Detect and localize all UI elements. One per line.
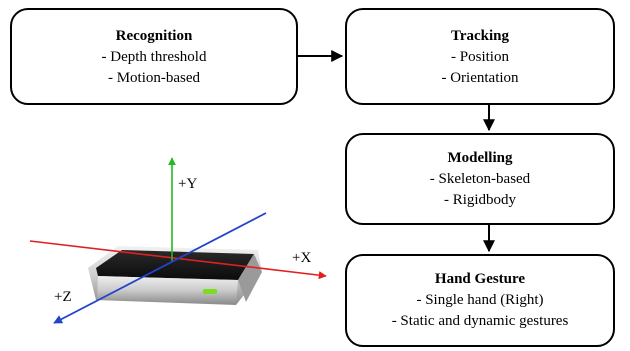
recognition-title: Recognition — [115, 28, 193, 44]
z-axis — [53, 212, 267, 324]
hand-gesture-item: - Single hand (Right) — [416, 292, 544, 308]
hand-gesture-title: Hand Gesture — [434, 271, 526, 287]
device-led-icon — [203, 289, 217, 294]
hand-gesture-box: Hand Gesture - Single hand (Right) - Sta… — [345, 254, 615, 347]
modelling-title: Modelling — [447, 150, 513, 166]
tracking-box: Tracking - Position - Orientation — [345, 8, 615, 105]
recognition-box: Recognition - Depth threshold - Motion-b… — [10, 8, 298, 105]
modelling-item: - Rigidbody — [443, 192, 517, 208]
z-axis-label: +Z — [54, 289, 72, 305]
x-axis-label: +X — [292, 250, 312, 266]
leap-motion-controller-icon — [88, 246, 262, 305]
tracking-item: - Position — [451, 49, 509, 65]
modelling-box: Modelling - Skeleton-based - Rigidbody — [345, 133, 615, 225]
modelling-item: - Skeleton-based — [429, 171, 531, 187]
recognition-item: - Motion-based — [107, 70, 201, 86]
recognition-item: - Depth threshold — [101, 49, 207, 65]
hand-gesture-item: - Static and dynamic gestures — [391, 313, 569, 329]
y-axis-label: +Y — [178, 176, 198, 192]
tracking-title: Tracking — [450, 28, 510, 44]
tracking-item: - Orientation — [441, 70, 519, 86]
